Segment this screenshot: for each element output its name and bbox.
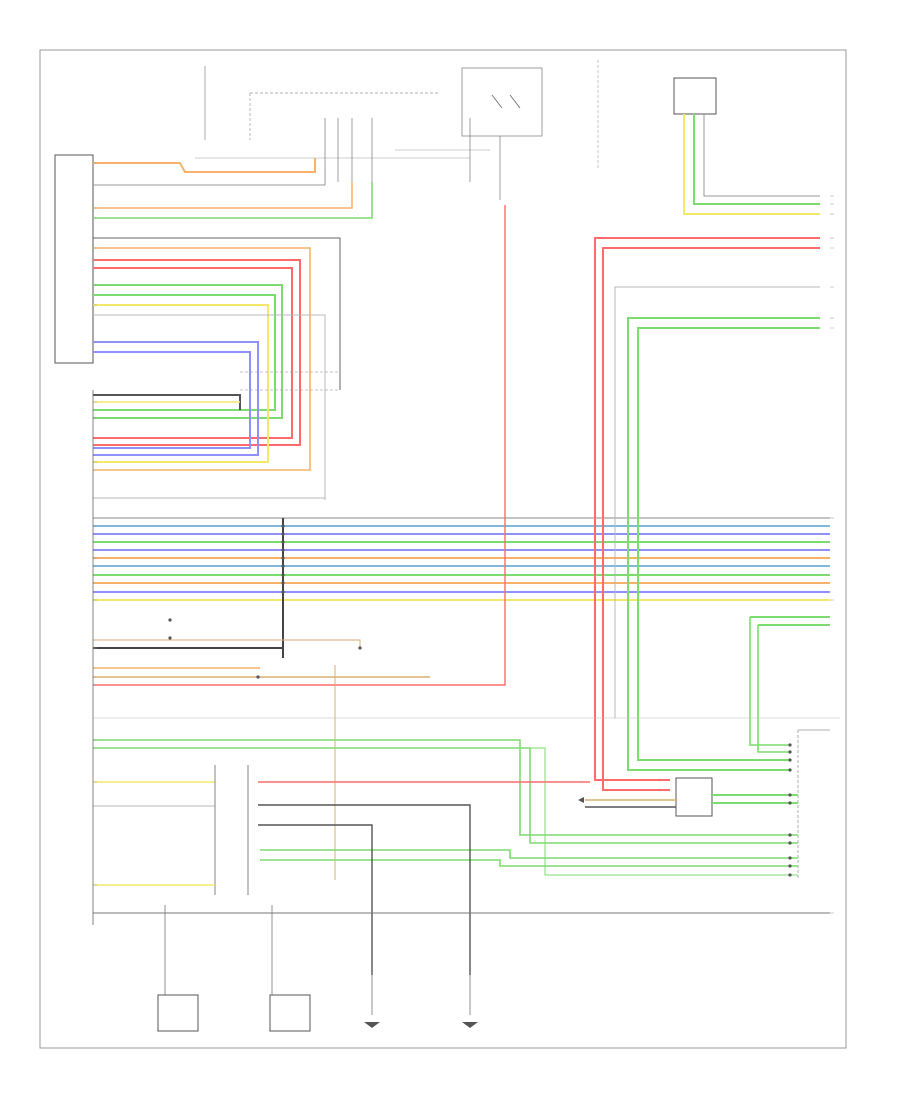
wire-orange-3 <box>93 247 311 471</box>
wire-green-low-1 <box>93 739 798 836</box>
wire-green-right-1 <box>627 317 820 771</box>
wire-green-3 <box>93 294 276 411</box>
wire-yellow-1 <box>93 304 269 463</box>
wire-green-2 <box>93 284 283 419</box>
wire-gray-right <box>614 286 820 718</box>
ground-icon <box>462 1022 478 1028</box>
wire-red-vertical <box>93 205 506 686</box>
ground-icon <box>578 797 584 803</box>
wire-dark-low-2 <box>258 824 373 975</box>
wire-dark-low-1 <box>258 804 471 975</box>
wire-green-right-3 <box>749 617 790 746</box>
diagram-frame <box>39 49 847 1049</box>
wire-red-right-2 <box>602 247 820 791</box>
right-pin-ticks <box>830 195 834 914</box>
bottom-left-module-1 <box>157 994 199 1032</box>
top-right-sensor-box <box>673 77 717 115</box>
wire-gray-2 <box>93 237 341 390</box>
pin-ticks <box>93 162 97 886</box>
wire-orange-2 <box>93 182 353 209</box>
wire-blue-1 <box>93 341 259 456</box>
top-switch-2 <box>509 94 521 109</box>
wire-red-1 <box>93 259 301 446</box>
wire-green-low-4 <box>260 859 798 867</box>
central-module-connector <box>54 154 94 364</box>
wire-red-right-1 <box>594 237 820 781</box>
wire-dark-bus <box>93 394 241 410</box>
wire-gray-1 <box>93 170 326 186</box>
wire-blue-2 <box>93 351 251 449</box>
sensor-wire-gray <box>703 114 820 197</box>
top-switch-1 <box>491 94 503 109</box>
wire-green-1 <box>93 182 373 219</box>
wire-tan-2 <box>93 639 361 648</box>
ground-icon <box>364 1022 380 1028</box>
sensor-wire-yellow <box>683 114 820 215</box>
wire-orange-top <box>93 158 316 173</box>
wire-gray-3 <box>93 314 326 500</box>
top-relay-box <box>461 67 543 137</box>
wire-green-right-2 <box>637 327 820 761</box>
wire-red-2 <box>93 267 293 439</box>
junction-dots <box>168 524 792 877</box>
wire-green-low-5 <box>520 747 798 876</box>
wire-green-right-4 <box>757 625 790 753</box>
bottom-left-module-2 <box>269 994 311 1032</box>
mid-right-module <box>675 777 713 817</box>
sensor-wire-green <box>693 114 820 205</box>
wire-green-low-2 <box>93 747 798 844</box>
wire-green-low-3 <box>260 849 798 859</box>
